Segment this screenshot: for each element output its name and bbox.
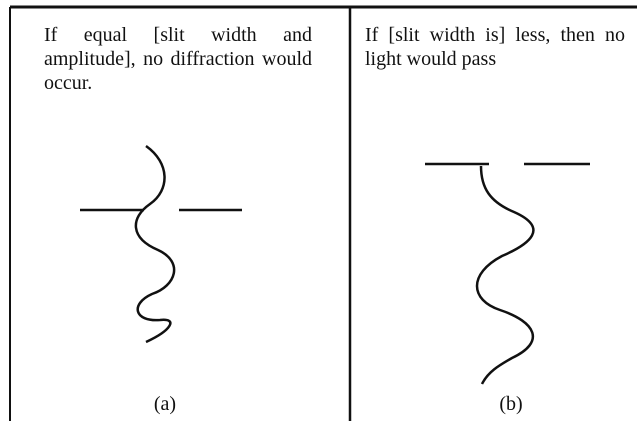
panel-a-label: (a) <box>153 393 177 415</box>
panel-b: If [slit width is] less, then no light w… <box>350 0 637 421</box>
panel-a-diagram <box>80 144 242 344</box>
panel-b-caption: If [slit width is] less, then no light w… <box>365 24 625 70</box>
panel-a: If equal [slit width and amplitude], no … <box>44 24 312 415</box>
wave-a <box>134 144 176 344</box>
panel-a-caption: If equal [slit width and amplitude], no … <box>44 24 312 94</box>
panel-b-label: (b) <box>499 393 523 415</box>
panel-b-diagram <box>425 162 590 385</box>
wave-b <box>475 165 535 385</box>
